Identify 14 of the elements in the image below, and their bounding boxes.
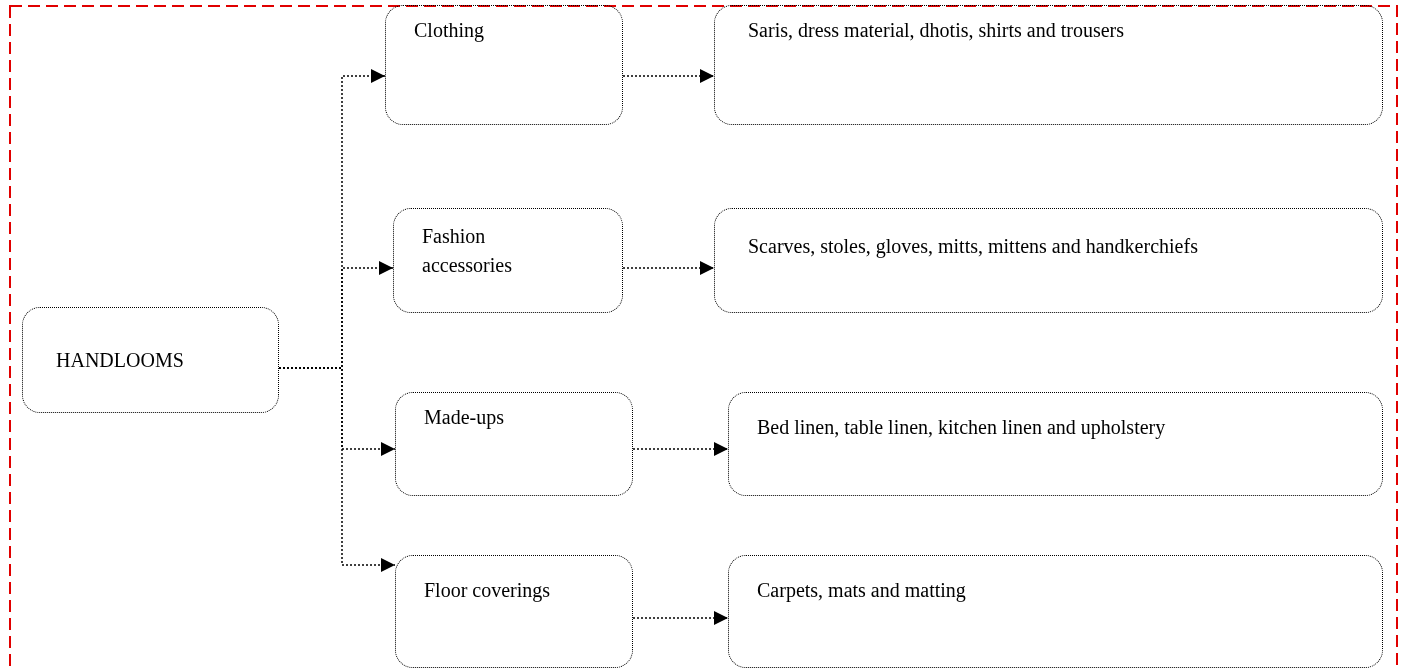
- box-label: Saris, dress material, dhotis, shirts and trousers: [748, 18, 1125, 43]
- box-label: Fashion accessories: [422, 224, 513, 278]
- box-label: HANDLOOMS: [56, 348, 184, 373]
- box-label: Clothing: [414, 18, 484, 44]
- box-label: Bed linen, table linen, kitchen linen and upholstery: [757, 415, 1166, 441]
- arrow: [632, 611, 729, 625]
- arrow: [632, 442, 729, 456]
- box-label: Scarves, stoles, gloves, mitts, mittens and handkerchiefs: [748, 234, 1198, 260]
- box-label: Floor coverings: [424, 578, 551, 604]
- arrow: [278, 367, 396, 572]
- arrow: [622, 69, 715, 83]
- arrow: [622, 261, 715, 275]
- box-label: Made-ups: [424, 405, 504, 431]
- box-label: Carpets, mats and matting: [757, 578, 966, 604]
